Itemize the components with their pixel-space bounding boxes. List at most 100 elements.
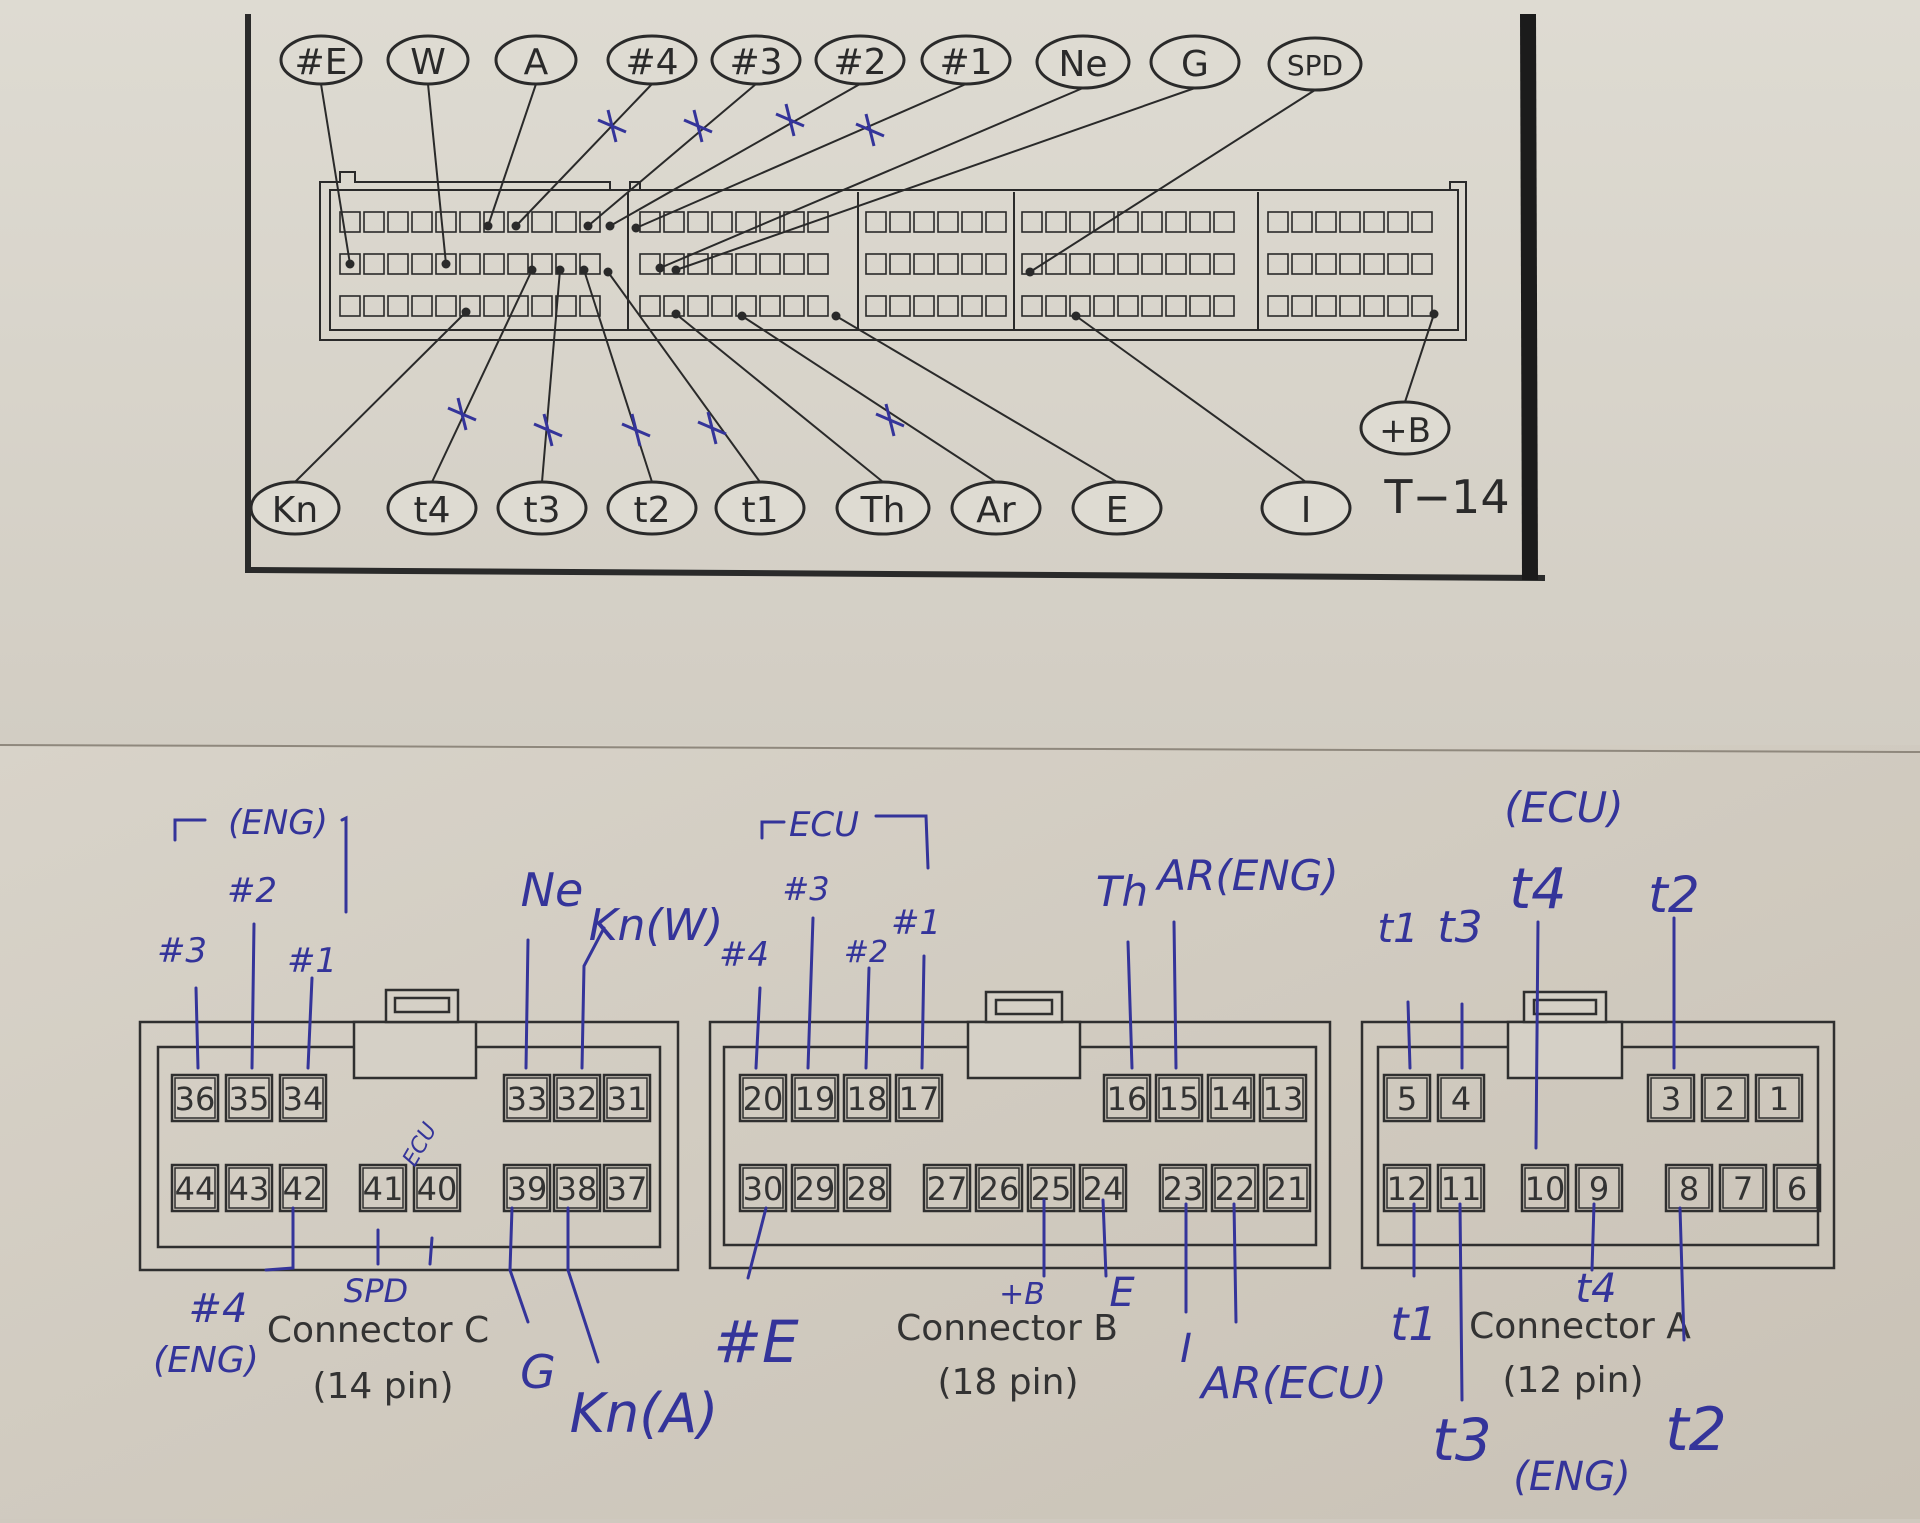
- pin-number: 6: [1787, 1170, 1807, 1208]
- ecu-cavity: [783, 253, 805, 275]
- pin-box: 30: [738, 1163, 788, 1213]
- pin-number: 20: [743, 1080, 784, 1118]
- pin-box: 35: [224, 1073, 274, 1123]
- pin-box: 18: [842, 1073, 892, 1123]
- label-bubble: t3: [496, 480, 588, 536]
- pin-box: 5: [1382, 1073, 1432, 1123]
- ecu-cavity: [531, 253, 553, 275]
- pin-number: 37: [607, 1170, 648, 1208]
- note-a-4: t3: [1437, 902, 1482, 953]
- ecu-cavity: [807, 211, 829, 233]
- pin-number: 12: [1387, 1170, 1428, 1208]
- ecu-cavity: [1069, 211, 1091, 233]
- leader-line: [835, 315, 1118, 483]
- ecu-cavity: [1339, 295, 1361, 317]
- pin-number: 44: [175, 1170, 216, 1208]
- leader-line: [587, 83, 757, 227]
- ecu-cavity: [1093, 295, 1115, 317]
- leader-line: [609, 83, 861, 227]
- ecu-cavity: [1291, 295, 1313, 317]
- label-text: Ne: [1058, 44, 1107, 85]
- ecu-cavity: [961, 211, 983, 233]
- note-c-34: #1: [287, 941, 337, 981]
- connector-c-name: Connector C: [267, 1310, 489, 1351]
- note-a-8: t2: [1665, 1395, 1727, 1465]
- pin-box: 23: [1158, 1163, 1208, 1213]
- ecu-cavity: [735, 253, 757, 275]
- ecu-cavity: [387, 295, 409, 317]
- ecu-cavity: [865, 211, 887, 233]
- pin-box: 44: [170, 1163, 220, 1213]
- pin-number: 1: [1769, 1080, 1789, 1118]
- ecu-cavity: [639, 295, 661, 317]
- label-text: I: [1301, 490, 1312, 531]
- label-text: #3: [729, 42, 782, 83]
- connector-b-name: Connector B: [896, 1308, 1118, 1349]
- pin-number: 29: [795, 1170, 836, 1208]
- label-bubble: #2: [814, 34, 906, 86]
- ecu-cavity: [1363, 211, 1385, 233]
- pin-number: 39: [507, 1170, 548, 1208]
- pin-number: 25: [1031, 1170, 1072, 1208]
- label-bubble: #1: [920, 34, 1012, 86]
- note-a-eng: (ENG): [1513, 1454, 1630, 1500]
- connector-c: [138, 988, 680, 1272]
- pin-number: 43: [229, 1170, 270, 1208]
- pin-box: 28: [842, 1163, 892, 1213]
- ecu-cavity: [759, 211, 781, 233]
- leader-line: [427, 83, 447, 265]
- ecu-cavity: [555, 253, 577, 275]
- pin-box: 40: [412, 1163, 462, 1213]
- ecu-cavity: [711, 295, 733, 317]
- note-a-11: t3: [1432, 1406, 1492, 1474]
- ecu-cavity: [1315, 211, 1337, 233]
- ecu-cavity: [435, 295, 457, 317]
- handwritten-leaders: [173, 814, 1686, 1402]
- ecu-cavity: [1387, 211, 1409, 233]
- ecu-cavity: [1141, 211, 1163, 233]
- ecu-cavity: [1093, 253, 1115, 275]
- label-bubble: #4: [606, 34, 698, 86]
- pin-number: 28: [847, 1170, 888, 1208]
- leader-line: [487, 83, 537, 227]
- note-b-24: E: [1109, 1270, 1135, 1316]
- label-bubble: SPD: [1267, 36, 1363, 92]
- ecu-cavity: [1267, 295, 1289, 317]
- label-bubble: W: [386, 34, 470, 86]
- ecu-cavity: [1021, 295, 1043, 317]
- leader-line: [541, 269, 561, 483]
- pin-dot: [555, 265, 565, 275]
- label-text: SPD: [1287, 49, 1343, 82]
- note-a-3: t2: [1648, 866, 1699, 924]
- pin-number: 8: [1679, 1170, 1699, 1208]
- note-b-22: AR(ECU): [1198, 1358, 1387, 1409]
- ecu-cavity: [1315, 295, 1337, 317]
- ecu-cavity: [1387, 295, 1409, 317]
- pin-box: 36: [170, 1073, 220, 1123]
- pin-number: 21: [1267, 1170, 1308, 1208]
- pin-box: 38: [552, 1163, 602, 1213]
- pin-dot: [583, 221, 593, 231]
- ecu-cavity: [1165, 295, 1187, 317]
- label-bubble: G: [1149, 34, 1241, 90]
- pin-dot: [579, 265, 589, 275]
- ecu-cavity: [1189, 295, 1211, 317]
- note-c-eng: (ENG): [228, 803, 328, 843]
- label-bubble: #3: [710, 34, 802, 86]
- pin-number: 22: [1215, 1170, 1256, 1208]
- pin-dot: [345, 259, 355, 269]
- ecu-cavity: [411, 295, 433, 317]
- pin-number: 40: [417, 1170, 458, 1208]
- note-c-42b: (ENG): [153, 1340, 259, 1381]
- pin-box: 13: [1258, 1073, 1308, 1123]
- pin-box: 27: [922, 1163, 972, 1213]
- note-b-19: #3: [782, 870, 829, 908]
- ecu-cavity: [913, 253, 935, 275]
- ecu-cavity: [363, 253, 385, 275]
- ecu-cavity: [1387, 253, 1409, 275]
- label-bubble: Th: [835, 480, 931, 536]
- note-c-41: SPD: [344, 1272, 408, 1310]
- pin-box: 20: [738, 1073, 788, 1123]
- ecu-cavity: [711, 211, 733, 233]
- note-c-32: Kn(W): [589, 900, 724, 951]
